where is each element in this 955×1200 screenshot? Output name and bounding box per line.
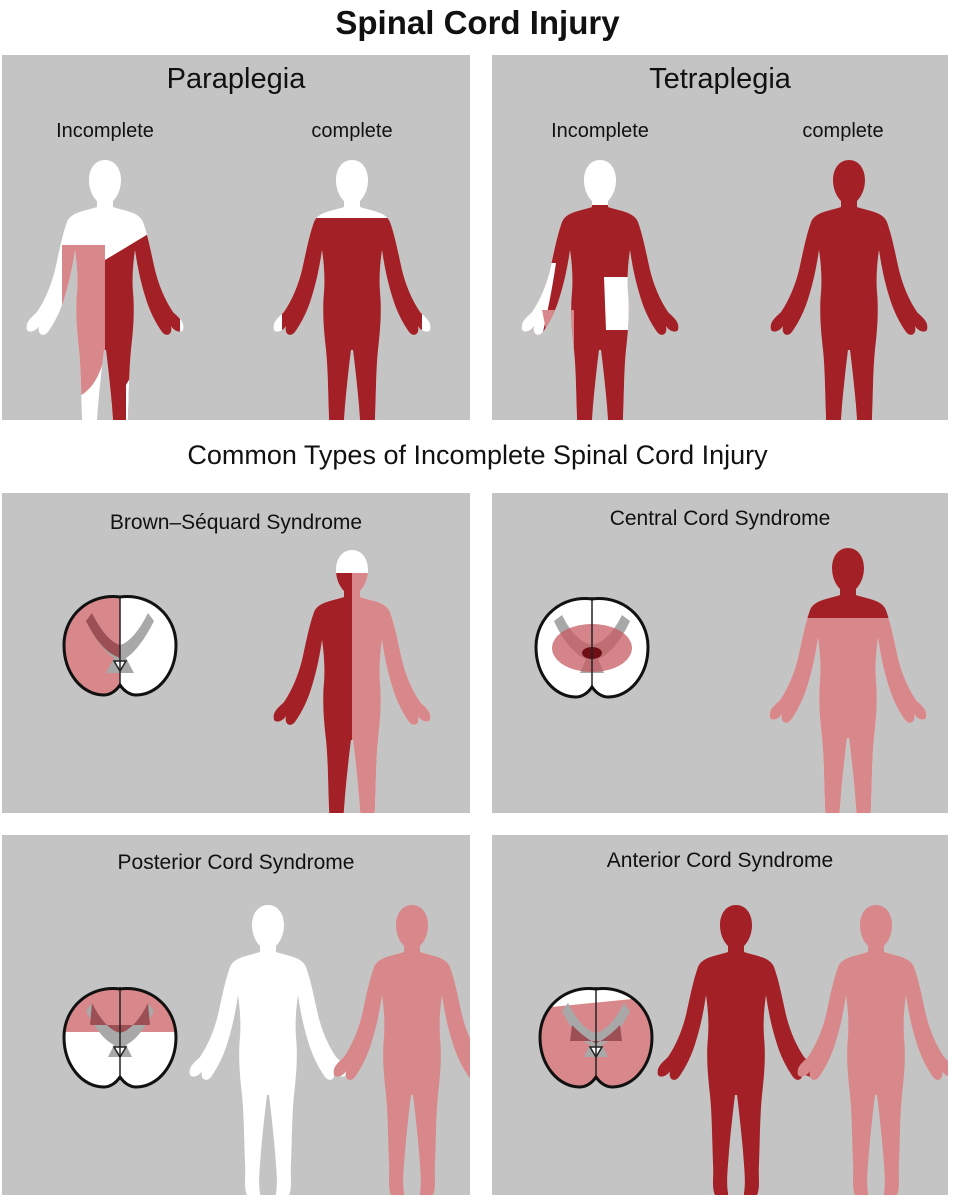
posterior-cord-body-light (333, 905, 470, 1195)
brown-sequard-panel: Brown–Séquard Syndrome (2, 493, 470, 813)
posterior-cord-illustration (62, 905, 470, 1195)
anterior-cord-body-light (797, 905, 948, 1195)
anterior-cord-body-dark (657, 905, 815, 1195)
anterior-cord-panel: Anterior Cord Syndrome (492, 835, 948, 1195)
central-cord-illustration (534, 548, 927, 813)
posterior-cord-panel: Posterior Cord Syndrome (2, 835, 470, 1195)
central-cord-panel: Central Cord Syndrome (492, 493, 948, 813)
page-title: Spinal Cord Injury (335, 4, 620, 41)
paraplegia-incomplete-label: Incomplete (56, 120, 154, 142)
brown-sequard-body (273, 550, 431, 813)
tetraplegia-figures (521, 160, 928, 420)
section-title: Common Types of Incomplete Spinal Cord I… (187, 440, 768, 470)
tetraplegia-heading: Tetraplegia (649, 63, 791, 95)
anterior-cord-illustration (538, 905, 948, 1195)
paraplegia-figures (26, 160, 431, 420)
tetraplegia-panel: Tetraplegia Incomplete complete (492, 55, 948, 420)
paraplegia-heading: Paraplegia (166, 63, 306, 95)
brown-sequard-cord-section (62, 595, 178, 697)
central-cord-body (769, 548, 927, 813)
anterior-cord-title: Anterior Cord Syndrome (606, 849, 834, 872)
paraplegia-incomplete-figure (26, 160, 184, 420)
tetraplegia-complete-label: complete (802, 120, 884, 142)
tetraplegia-incomplete-figure (521, 160, 679, 420)
paraplegia-complete-figure (273, 160, 431, 420)
paraplegia-complete-label: complete (311, 120, 393, 142)
central-cord-section (534, 597, 650, 699)
posterior-cord-title: Posterior Cord Syndrome (117, 851, 355, 874)
anterior-cord-section (538, 987, 654, 1089)
tetraplegia-complete-figure (770, 160, 928, 420)
paraplegia-panel: Paraplegia Incomplete complete (2, 55, 470, 420)
brown-sequard-illustration (62, 550, 431, 813)
posterior-cord-body-white (189, 905, 347, 1195)
posterior-cord-section (62, 987, 178, 1089)
central-cord-title: Central Cord Syndrome (609, 507, 831, 530)
brown-sequard-title: Brown–Séquard Syndrome (109, 511, 363, 534)
tetraplegia-incomplete-label: Incomplete (551, 120, 649, 142)
